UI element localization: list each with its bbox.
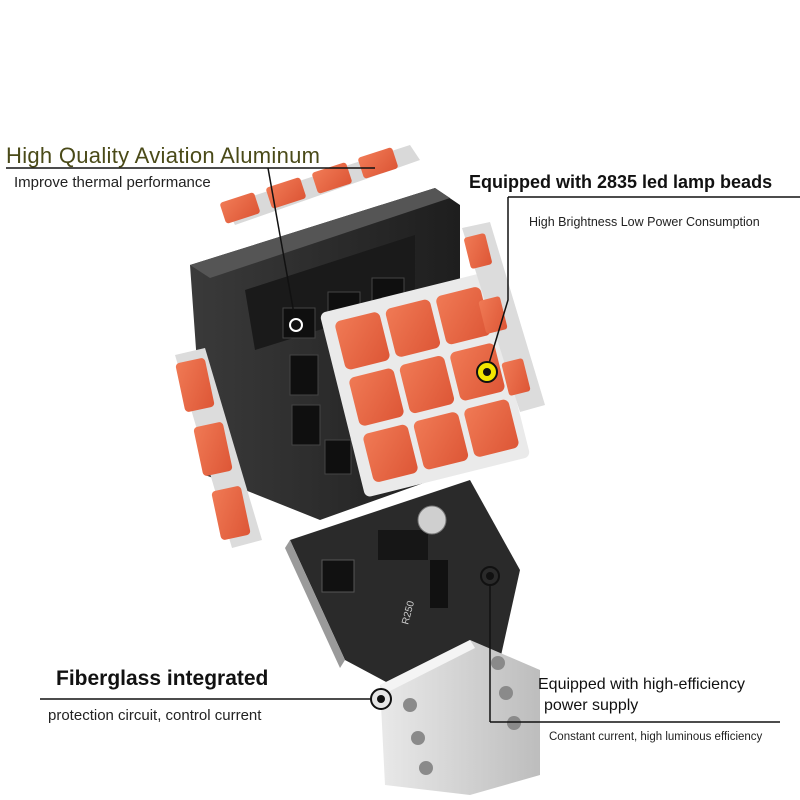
aluminum-marker-icon bbox=[289, 318, 303, 332]
callout-markers bbox=[289, 318, 500, 710]
leader-lines bbox=[6, 167, 800, 723]
aluminum-title: High Quality Aviation Aluminum bbox=[6, 143, 321, 168]
power-supply-subtitle: Constant current, high luminous efficien… bbox=[549, 731, 763, 743]
fiberglass-title: Fiberglass integrated bbox=[56, 667, 269, 690]
power-supply-title-line2: power supply bbox=[544, 697, 639, 714]
aluminum-subtitle: Improve thermal performance bbox=[14, 174, 211, 191]
bulb-base bbox=[380, 640, 540, 795]
lamp-beads-subtitle: High Brightness Low Power Consumption bbox=[529, 215, 760, 229]
front-led-grid bbox=[320, 273, 530, 497]
left-led-strip bbox=[175, 348, 262, 548]
pcb-board: R250 bbox=[285, 480, 520, 700]
power-supply-title-line1: Equipped with high-efficiency bbox=[538, 676, 745, 693]
beads-leader bbox=[486, 197, 509, 371]
aluminum-leader bbox=[267, 167, 297, 326]
fiberglass-subtitle: protection circuit, control current bbox=[48, 707, 262, 724]
top-led-strip bbox=[220, 145, 420, 225]
lamp-beads-title: Equipped with 2835 led lamp beads bbox=[469, 172, 773, 192]
